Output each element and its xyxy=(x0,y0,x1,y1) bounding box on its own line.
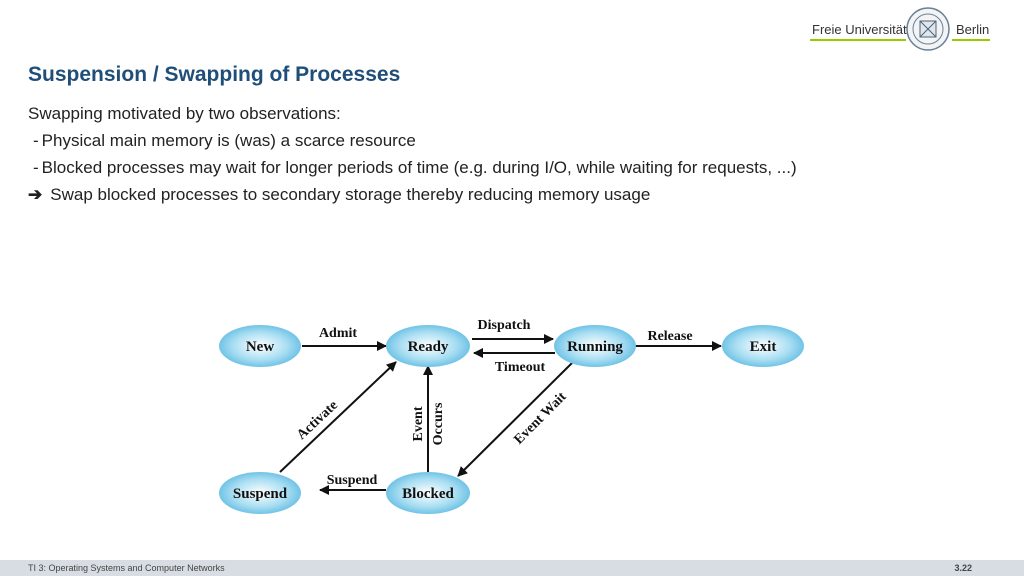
slide-footer: TI 3: Operating Systems and Computer Net… xyxy=(0,560,1024,576)
logo-underline-left xyxy=(810,39,906,41)
edge-label-suspend: Suspend xyxy=(327,473,378,488)
node-new xyxy=(219,325,301,367)
conclusion-item: ➔ Swap blocked processes to secondary sto… xyxy=(28,185,650,205)
bullet-text: Blocked processes may wait for longer pe… xyxy=(41,158,797,177)
university-logo: Freie Universität Berlin xyxy=(808,6,993,52)
node-ready xyxy=(386,325,470,367)
process-state-diagram: New Ready Running Exit Suspend Blocked A… xyxy=(219,318,804,514)
node-exit xyxy=(722,325,804,367)
logo-text-left: Freie Universität xyxy=(812,22,907,37)
intro-text: Swapping motivated by two observations: xyxy=(28,104,341,123)
node-suspend-label: Suspend xyxy=(233,486,288,502)
dash-bullet: - xyxy=(33,131,39,150)
event-wait-arrow xyxy=(457,362,573,477)
slide-title: Suspension / Swapping of Processes xyxy=(28,63,401,86)
node-suspend xyxy=(219,472,301,514)
conclusion-text: Swap blocked processes to secondary stor… xyxy=(50,185,651,204)
edge-label-dispatch: Dispatch xyxy=(478,318,531,333)
page-number: 3.22 xyxy=(954,563,972,573)
node-running-label: Running xyxy=(567,339,623,355)
edge-label-event: Event xyxy=(411,406,426,441)
university-seal-icon xyxy=(906,7,950,51)
bullet-item: -Blocked processes may wait for longer p… xyxy=(33,158,797,178)
dash-bullet: - xyxy=(33,158,39,177)
activate-arrow xyxy=(279,361,397,473)
edge-label-admit: Admit xyxy=(319,326,357,341)
edge-label-release: Release xyxy=(647,329,692,344)
edge-label-event-wait: Event Wait xyxy=(512,389,570,447)
node-running xyxy=(554,325,636,367)
bullet-item: -Physical main memory is (was) a scarce … xyxy=(33,131,416,151)
bullet-text: Physical main memory is (was) a scarce r… xyxy=(41,131,416,150)
logo-underline-right xyxy=(952,39,990,41)
edge-label-timeout: Timeout xyxy=(495,360,546,375)
node-blocked-label: Blocked xyxy=(402,486,454,502)
logo-text-right: Berlin xyxy=(956,22,990,37)
edge-label-occurs: Occurs xyxy=(431,402,446,445)
right-arrow-icon: ➔ xyxy=(28,185,43,204)
node-new-label: New xyxy=(246,339,274,355)
node-ready-label: Ready xyxy=(408,339,449,355)
node-exit-label: Exit xyxy=(750,339,777,355)
course-name: TI 3: Operating Systems and Computer Net… xyxy=(28,563,225,573)
node-blocked xyxy=(386,472,470,514)
